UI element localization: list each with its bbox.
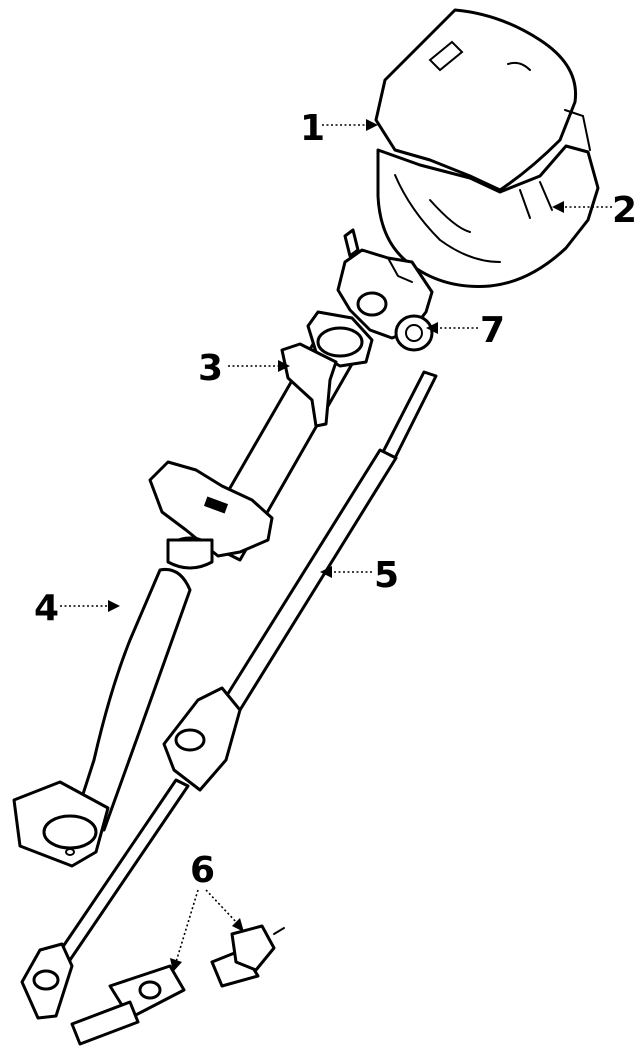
boot-tube: [72, 567, 192, 832]
steering-column-tube: [148, 310, 374, 570]
callout-2: 2: [612, 190, 637, 231]
column-mount-bracket: [280, 342, 338, 428]
upper-joint-assembly: [336, 228, 434, 352]
column-cover-assembly: [374, 8, 600, 288]
column-lower-bracket: [148, 460, 274, 558]
upper-column-cover: [374, 8, 578, 192]
callout-6: 6: [190, 850, 215, 891]
intermediate-shaft: [20, 370, 438, 1020]
upper-joint-bearing: [394, 314, 434, 352]
lower-universal-joint: [70, 924, 285, 1046]
callout-labels: 1 2 3 4 5 6 7: [34, 108, 637, 891]
shaft-upper-splined: [380, 370, 438, 462]
lower-column-cover: [376, 144, 600, 288]
callout-4: 4: [34, 588, 59, 629]
lower-joint-rod: [70, 1000, 140, 1046]
callout-leaders: [60, 119, 612, 972]
callout-1: 1: [300, 108, 325, 149]
callout-7: 7: [480, 310, 505, 351]
lower-joint-upper-yoke: [230, 924, 276, 972]
column-hole-cover: [12, 567, 192, 868]
callout-5: 5: [374, 555, 399, 596]
callout-3: 3: [198, 348, 223, 389]
